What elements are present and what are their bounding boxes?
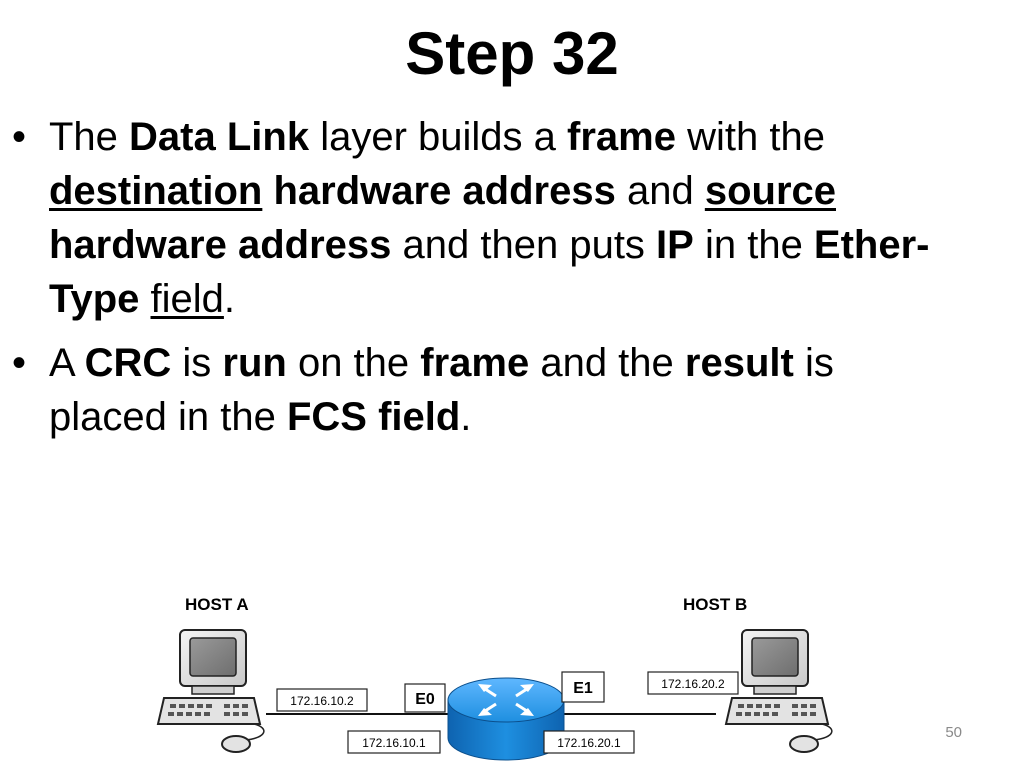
host-b-label: HOST B xyxy=(683,595,747,614)
router-e1-label: E1 xyxy=(573,680,593,697)
text-segment: field xyxy=(150,277,224,321)
text-segment: destination xyxy=(49,169,263,213)
text-segment: frame xyxy=(567,115,676,159)
text-segment: on the xyxy=(286,341,421,385)
bullet-marker: • xyxy=(12,115,27,159)
text-segment: . xyxy=(460,395,472,439)
text-segment: run xyxy=(222,341,287,385)
text-segment: . xyxy=(223,277,236,321)
router-e1-ip-box: 172.16.20.1 xyxy=(543,730,635,754)
host-a-ip: 172.16.10.2 xyxy=(290,694,354,708)
text-segment: and xyxy=(615,169,705,213)
router-icon xyxy=(447,677,565,761)
text-segment: is placed in the xyxy=(49,341,834,439)
text-segment: in the xyxy=(693,223,814,267)
text-segment: frame xyxy=(420,341,530,385)
text-segment: layer builds a xyxy=(309,115,568,159)
router-e1-ip: 172.16.20.1 xyxy=(557,736,621,750)
host-a-label: HOST A xyxy=(185,595,249,614)
text-segment: CRC xyxy=(84,341,172,385)
text-segment xyxy=(139,277,150,321)
host-a-ip-box: 172.16.10.2 xyxy=(276,688,368,712)
text-segment: hardware address xyxy=(273,169,616,213)
text-segment: hardware address xyxy=(49,223,392,267)
text-segment: Ether-Type xyxy=(49,223,930,321)
text-segment: and the xyxy=(529,341,685,385)
bullet-text: The Data Link layer builds a frame with … xyxy=(49,115,930,321)
network-diagram-svg: HOST A HOST B xyxy=(156,595,833,761)
host-b-ip-box: 172.16.20.2 xyxy=(647,671,739,695)
text-segment: A xyxy=(49,341,85,385)
bullet-list: • The Data Link layer builds a frame wit… xyxy=(12,110,962,454)
text-segment: Data Link xyxy=(129,115,310,159)
slide-title: Step 32 xyxy=(405,20,619,87)
text-segment: source xyxy=(704,169,836,213)
router-e1-port-box: E1 xyxy=(561,671,605,703)
bullet-item: • A CRC is run on the frame and the resu… xyxy=(12,336,962,444)
router-e0-ip: 172.16.10.1 xyxy=(362,736,426,750)
network-diagram: HOST A HOST B xyxy=(150,588,870,766)
text-segment xyxy=(262,169,273,213)
text-segment: FCS field xyxy=(286,395,461,439)
bullet-item: • The Data Link layer builds a frame wit… xyxy=(12,110,962,326)
text-segment: is xyxy=(171,341,223,385)
text-segment: and then puts xyxy=(391,223,657,267)
text-segment: result xyxy=(684,341,794,385)
router-e0-label: E0 xyxy=(415,691,435,708)
text-segment: IP xyxy=(656,223,694,267)
router-e0-port-box: E0 xyxy=(404,683,446,713)
text-segment: with the xyxy=(675,115,825,159)
bullet-text: A CRC is run on the frame and the result… xyxy=(49,341,834,439)
host-b-ip: 172.16.20.2 xyxy=(661,677,725,691)
page-number: 50 xyxy=(945,724,962,741)
host-b-computer-icon xyxy=(724,629,833,753)
router-e0-ip-box: 172.16.10.1 xyxy=(347,730,441,754)
host-a-computer-icon xyxy=(156,629,265,753)
text-segment: The xyxy=(49,115,130,159)
bullet-marker: • xyxy=(12,341,27,385)
